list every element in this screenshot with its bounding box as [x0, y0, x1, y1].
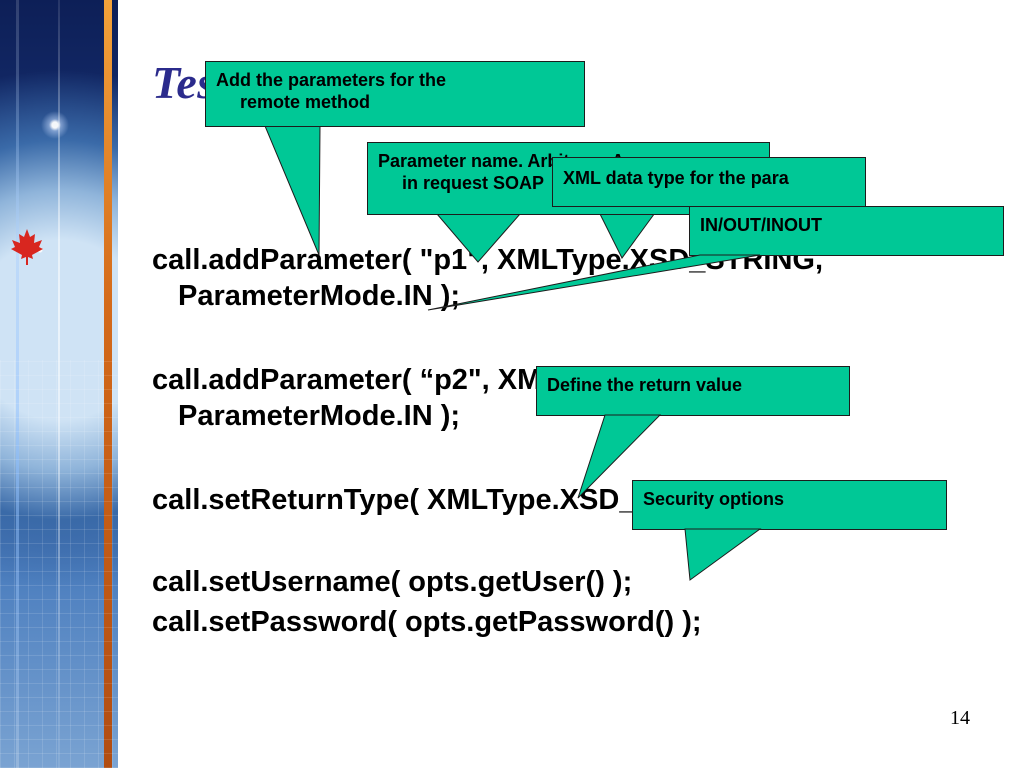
pointer-params: [264, 125, 321, 256]
callout-text: in request SOAP: [402, 173, 545, 193]
callout-add-parameters: Add the parameters for the remote method: [205, 61, 585, 127]
code-text: ParameterMode.IN );: [178, 400, 461, 432]
callout-text: Security options: [643, 489, 785, 509]
callout-text: remote method: [240, 92, 371, 112]
code-line: call.setPassword( opts.getPassword() );: [152, 606, 702, 638]
callout-text: IN/OUT/INOUT: [700, 215, 822, 235]
decorative-circuit-grid: [0, 360, 118, 768]
callout-return-value: Define the return value: [536, 366, 850, 416]
code-text: ParameterMode.IN );: [178, 280, 461, 312]
callout-xml-data-type: XML data type for the para: [552, 157, 866, 207]
callout-parameter-mode: IN/OUT/INOUT: [689, 206, 1004, 256]
decorative-orange-strip: [104, 0, 112, 768]
maple-leaf-icon: [11, 229, 43, 265]
callout-text: Add the parameters for the: [216, 70, 447, 90]
page-number: 14: [950, 707, 970, 729]
decorative-strip: [16, 0, 19, 768]
callout-text: Define the return value: [547, 375, 743, 395]
code-line: call.setUsername( opts.getUser() );: [152, 566, 633, 598]
decorative-side-band: [0, 0, 118, 768]
slide-title: Tes: [152, 57, 216, 108]
callout-security-options: Security options: [632, 480, 947, 530]
callout-text: XML data type for the para: [563, 168, 789, 188]
decorative-strip: [58, 0, 60, 768]
